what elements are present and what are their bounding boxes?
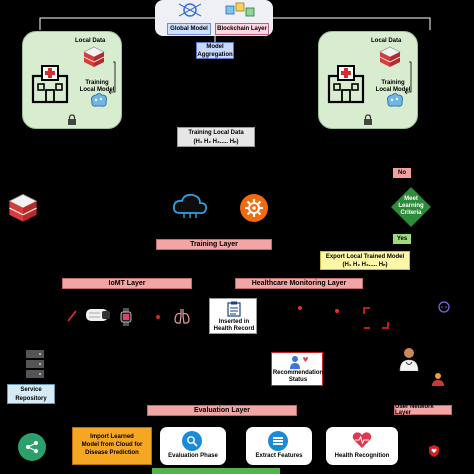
training-line1-right: Training <box>381 80 405 86</box>
global-model-panel: Global Model Blockchain Layer <box>155 0 273 36</box>
training-line1-left: Training <box>85 80 109 86</box>
extract-features-icon <box>268 431 288 451</box>
doctor-user-icon <box>398 347 420 371</box>
cloud-network-icon <box>172 193 208 219</box>
decision-diamond <box>390 186 432 228</box>
share-network-icon <box>18 433 46 461</box>
training-local-model-label-left: Training Local Model <box>77 80 117 94</box>
healthcare-monitoring-layer-bar: Healthcare Monitoring Layer <box>235 278 363 289</box>
health-record-box: Inserted in Health Record <box>209 298 257 334</box>
criteria-line1: Meet <box>404 196 418 202</box>
evaluation-phase-label: Evaluation Phase <box>168 453 218 459</box>
service-line2: Repository <box>15 396 47 402</box>
training-line2-right: Local Model <box>375 86 411 93</box>
status-dot-icon <box>334 308 340 314</box>
frame-corner-icon <box>362 306 390 330</box>
brain-circuit-icon <box>385 92 405 108</box>
extract-features-card: Extract Features <box>246 427 312 465</box>
shield-heart-icon <box>428 444 440 458</box>
no-label: No <box>393 168 411 178</box>
doctor-heart-icon <box>288 355 310 369</box>
model-aggregation-line1: Model <box>206 44 224 50</box>
hospital-panel-left: Local Data Training Local Model <box>22 31 122 129</box>
export-line1: Export Local Trained Model <box>325 254 405 260</box>
sensor-dot-icon <box>155 314 161 320</box>
yes-label: Yes <box>393 234 411 244</box>
training-local-data-label: Training Local Data (H₁ H₂ H₃..... Hₙ) <box>177 127 255 147</box>
lock-icon <box>67 114 77 126</box>
chat-bubble-icon <box>438 301 450 313</box>
hospital-icon <box>325 62 367 104</box>
network-globe-icon <box>177 2 203 18</box>
health-recognition-card: Health Recognition <box>326 427 398 465</box>
smartwatch-icon <box>120 308 132 326</box>
export-line2: (H₁ H₂ H₃..... Hₙ) <box>342 262 388 268</box>
people-group-icon <box>431 372 445 388</box>
service-line1: Service <box>20 387 42 393</box>
user-network-layer-bar: User Network Layer <box>394 404 452 416</box>
recommendation-line1: Recommendation <box>272 370 324 376</box>
import-line2: Model from Cloud for <box>81 442 143 448</box>
evaluation-layer-bar: Evaluation Layer <box>147 405 297 416</box>
right-panel-arrows <box>404 61 412 95</box>
blockchain-layer-label: Blockchain Layer <box>215 23 269 35</box>
global-model-label: Global Model <box>167 23 211 35</box>
recommendation-status-box: Recommendation Status <box>271 352 323 386</box>
criteria-line3: Criteria <box>400 209 422 216</box>
import-model-box: Import Learned Model from Cloud for Dise… <box>72 427 152 465</box>
evaluation-phase-card: Evaluation Phase <box>160 427 226 465</box>
local-data-label-left: Local Data <box>75 38 106 44</box>
lock-icon <box>363 114 373 126</box>
training-local-model-label-right: Training Local Model <box>373 80 413 94</box>
iomt-layer-bar: IoMT Layer <box>62 278 192 289</box>
export-model-label: Export Local Trained Model (H₁ H₂ H₃....… <box>320 251 410 270</box>
service-repository-label: Service Repository <box>7 384 55 404</box>
left-panel-arrows <box>108 61 116 95</box>
training-layer-bar: Training Layer <box>156 239 272 250</box>
inserted-line1: Inserted in <box>218 319 250 325</box>
inserted-line2: Health Record <box>213 325 255 332</box>
extract-features-label: Extract Features <box>255 453 303 459</box>
local-data-label-right: Local Data <box>371 38 402 44</box>
gear-icon <box>240 194 268 222</box>
hand-sensor-icon <box>84 306 114 324</box>
blockchain-cubes-icon <box>225 2 255 18</box>
training-line2-left: Local Model <box>79 86 115 93</box>
clipboard-icon <box>227 301 241 317</box>
server-rack-icon <box>24 348 46 380</box>
status-dot-icon <box>297 305 303 311</box>
health-recognition-label: Health Recognition <box>334 453 390 459</box>
right-connector-line <box>273 17 431 30</box>
import-line3: Disease Prediction <box>85 450 139 456</box>
hospital-icon <box>29 62 71 104</box>
recommendation-line2: Status <box>288 376 308 383</box>
database-cube-icon <box>83 46 105 68</box>
recommendation-label: Recommendation Status <box>272 370 324 384</box>
bottom-green-strip <box>152 468 280 474</box>
health-record-label: Inserted in Health Record <box>210 319 258 333</box>
database-cube-icon <box>379 46 401 68</box>
brain-circuit-icon <box>89 92 109 108</box>
hospital-panel-right: Local Data Training Local Model <box>318 31 418 129</box>
lungs-icon <box>172 306 192 326</box>
criteria-line2: Learning <box>398 202 424 209</box>
model-aggregation-label: Model Aggregation <box>196 42 234 59</box>
import-line1: Import Learned <box>90 434 134 440</box>
thermometer-icon <box>66 309 78 323</box>
learning-criteria-label: Meet Learning Criteria <box>396 196 426 217</box>
heart-pulse-icon <box>352 431 372 449</box>
database-cube-icon <box>8 193 38 223</box>
evaluation-phase-icon <box>182 431 202 451</box>
training-local-data-line2: (H₁ H₂ H₃..... Hₙ) <box>193 139 239 145</box>
training-local-data-line1: Training Local Data <box>188 130 244 136</box>
left-connector-line <box>39 17 155 30</box>
model-aggregation-line2: Aggregation <box>197 52 233 58</box>
